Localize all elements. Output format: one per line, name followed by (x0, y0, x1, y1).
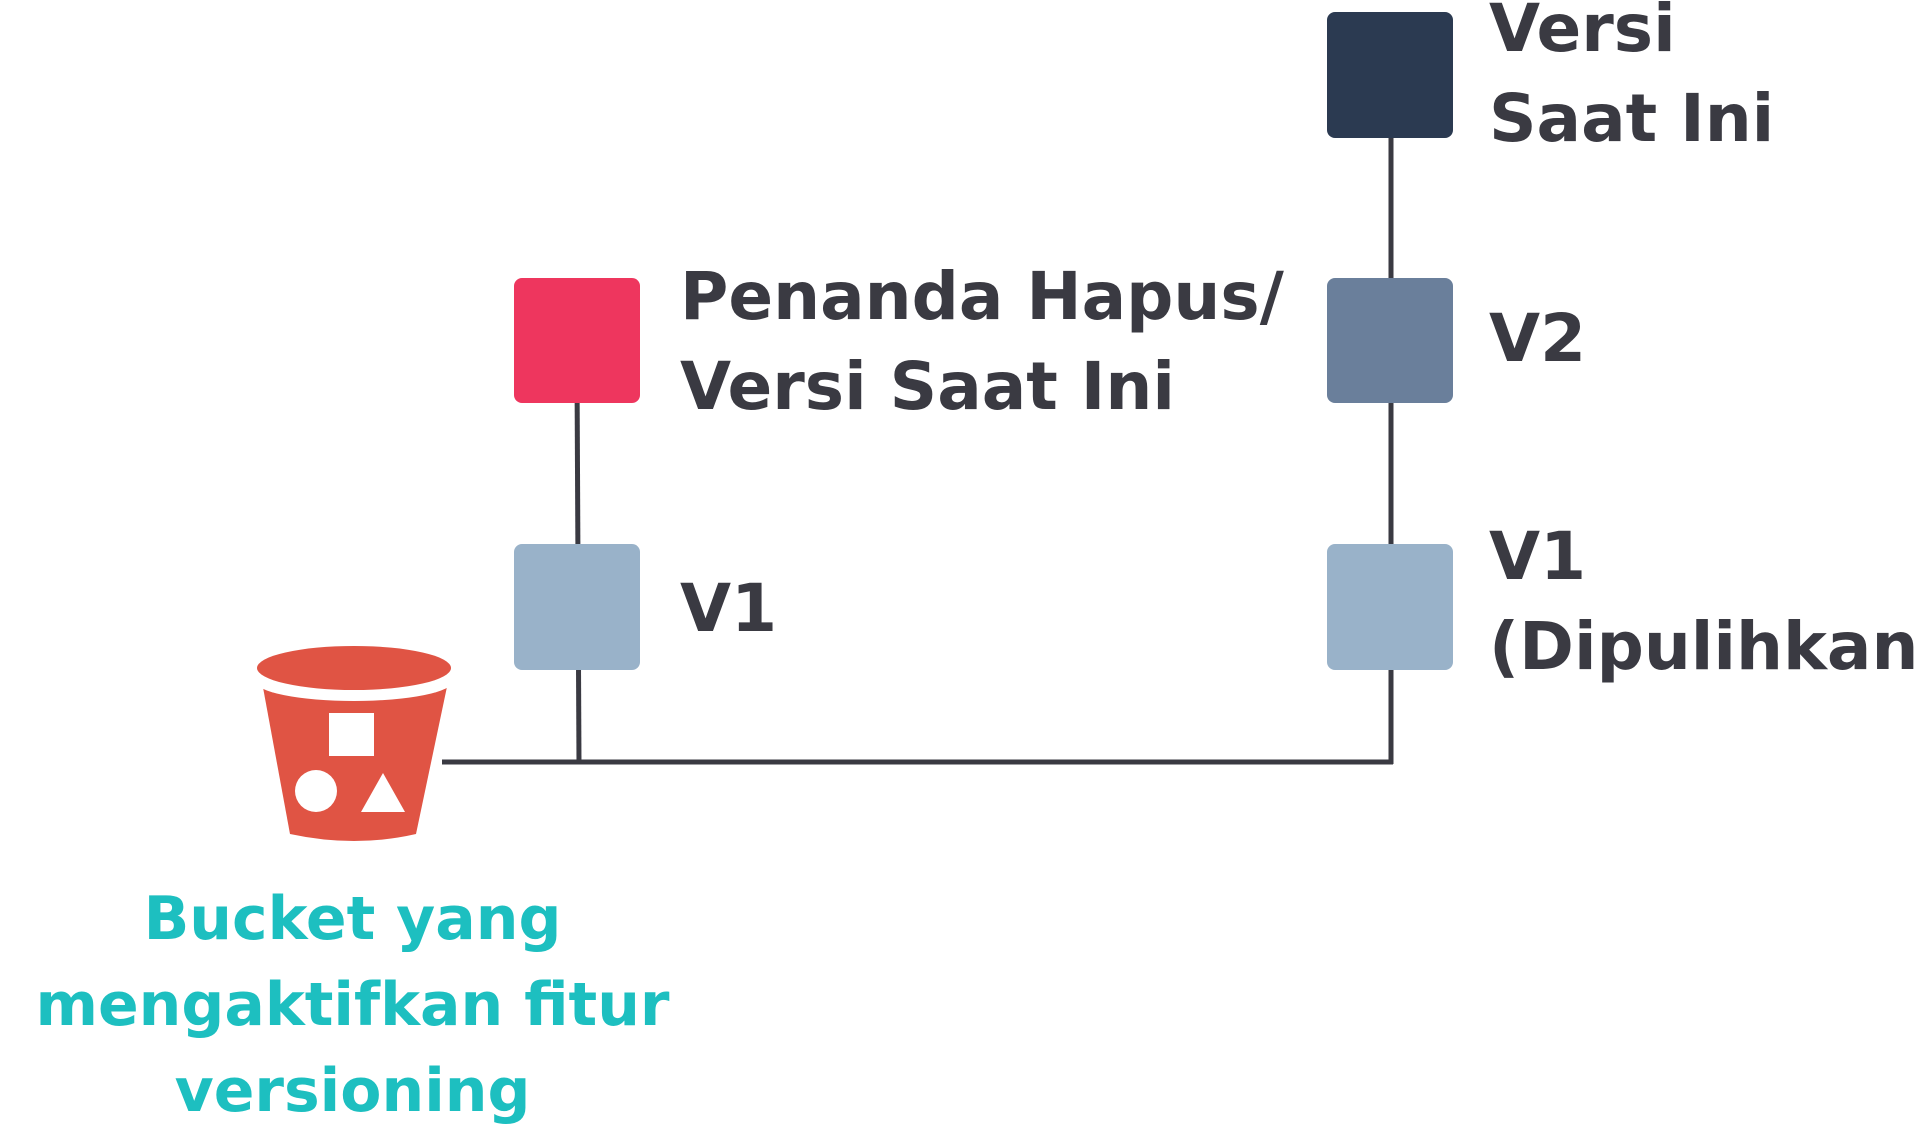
v2-box (1327, 278, 1453, 403)
restored-v1-label: V1 (Dipulihkan) (1489, 512, 1920, 692)
restored-v1-label-line-2: (Dipulihkan) (1489, 608, 1920, 685)
bucket-caption-line-2: mengaktifkan fitur (35, 970, 670, 1040)
bucket-circle-shape (295, 770, 337, 812)
v2-label: V2 (1489, 294, 1586, 384)
current-version-box (1327, 12, 1453, 138)
current-version-label-line-2: Saat Ini (1489, 80, 1775, 157)
bucket-caption-line-1: Bucket yang (143, 884, 562, 954)
restored-v1-label-line-1: V1 (1489, 518, 1587, 595)
bucket-icon (255, 646, 453, 841)
left-v1-label-text: V1 (680, 570, 778, 647)
delete-marker-label-line-1: Penanda Hapus/ (680, 258, 1284, 335)
left-v1-label: V1 (680, 564, 777, 654)
bucket-rim (257, 646, 451, 690)
delete-marker-box (514, 278, 640, 403)
current-version-label-line-1: Versi (1489, 0, 1676, 67)
delete-marker-label: Penanda Hapus/ Versi Saat Ini (680, 252, 1284, 432)
bucket-caption: Bucket yang mengaktifkan fitur versionin… (0, 876, 705, 1134)
restored-v1-box (1327, 544, 1453, 670)
bucket-square-shape (329, 713, 374, 756)
bucket-caption-line-3: versioning (174, 1056, 531, 1126)
bucket-triangle-shape (361, 773, 405, 812)
v2-label-text: V2 (1489, 300, 1587, 377)
left-v1-box (514, 544, 640, 670)
current-version-label: Versi Saat Ini (1489, 0, 1774, 164)
bucket-body (262, 682, 448, 841)
delete-marker-label-line-2: Versi Saat Ini (680, 348, 1175, 425)
